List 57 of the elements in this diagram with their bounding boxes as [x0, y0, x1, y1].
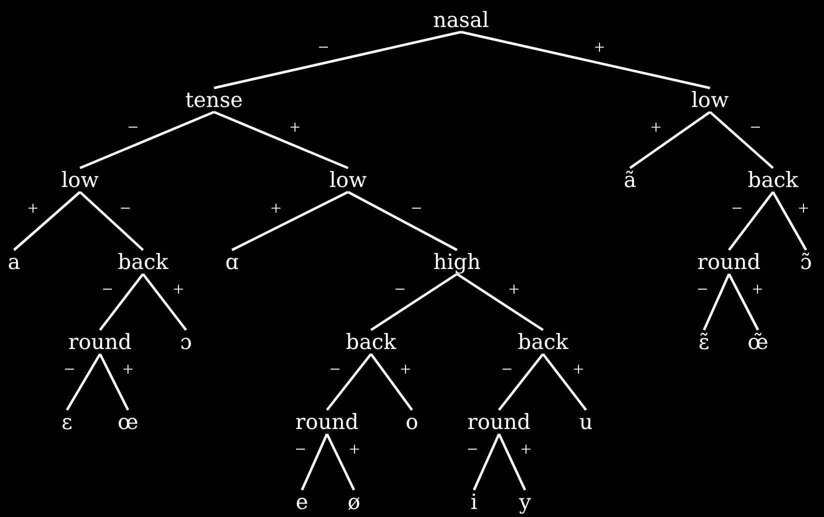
feature-label: ø — [348, 492, 360, 512]
feature-label: u — [579, 412, 593, 432]
feature-label: nasal — [432, 10, 490, 30]
feature-label: tense — [185, 90, 243, 110]
feature-label: i — [470, 492, 478, 512]
tree-branch-line — [702, 274, 730, 330]
tree-branch-line — [326, 433, 356, 491]
tree-branch-line — [370, 353, 413, 411]
feature-label: round — [295, 412, 359, 432]
tree-branch-line — [772, 191, 808, 251]
feature-label: back — [518, 332, 568, 352]
tree-branch-line — [231, 190, 349, 252]
feature-label: low — [61, 170, 99, 190]
tree-branch-line — [460, 30, 710, 90]
tree-branch-line — [728, 273, 760, 331]
tree-branch-line — [629, 110, 711, 170]
feature-label: ɔ̃ — [800, 252, 812, 272]
tree-branch-line — [498, 433, 526, 491]
tree-branch-line — [300, 434, 328, 490]
feature-label: a — [8, 252, 20, 272]
feature-label: ɔ — [180, 332, 192, 352]
tree-branch-line — [370, 272, 458, 332]
feature-label: back — [118, 252, 168, 272]
feature-label: low — [329, 170, 367, 190]
feature-label: ã — [624, 170, 636, 190]
tree-branch-line — [709, 111, 774, 169]
feature-label: back — [748, 170, 798, 190]
feature-label: œ — [118, 412, 138, 432]
tree-branch-line — [80, 110, 214, 170]
tree-branch-line — [79, 191, 144, 251]
tree-branch-line — [142, 273, 187, 331]
feature-label: ɛ̃ — [698, 332, 710, 352]
tree-branch-line — [98, 353, 130, 411]
feature-label: high — [433, 252, 481, 272]
tree-branch-line — [472, 434, 500, 490]
feature-label: ɑ — [225, 252, 239, 272]
tree-branch-line — [498, 353, 544, 411]
tree-branch-line — [326, 353, 372, 411]
feature-label: y — [519, 492, 531, 512]
tree-branch-line — [214, 30, 462, 90]
tree-branch-line — [214, 110, 348, 170]
feature-label: ɛ — [62, 412, 72, 432]
tree-branch-line — [728, 191, 774, 251]
feature-label: o — [406, 412, 418, 432]
tree-branch-line — [13, 191, 81, 251]
feature-label: e — [296, 492, 308, 512]
tree-branch-line — [456, 272, 544, 332]
feature-label: low — [691, 90, 729, 110]
feature-label: œ̃ — [748, 332, 768, 352]
tree-branch-line — [99, 273, 144, 331]
feature-label: round — [467, 412, 531, 432]
feature-label: round — [697, 252, 761, 272]
tree-branch-line — [542, 353, 587, 411]
tree-branch-line — [66, 353, 102, 411]
feature-label: back — [346, 332, 396, 352]
feature-label: round — [68, 332, 132, 352]
tree-branch-line — [347, 190, 458, 252]
